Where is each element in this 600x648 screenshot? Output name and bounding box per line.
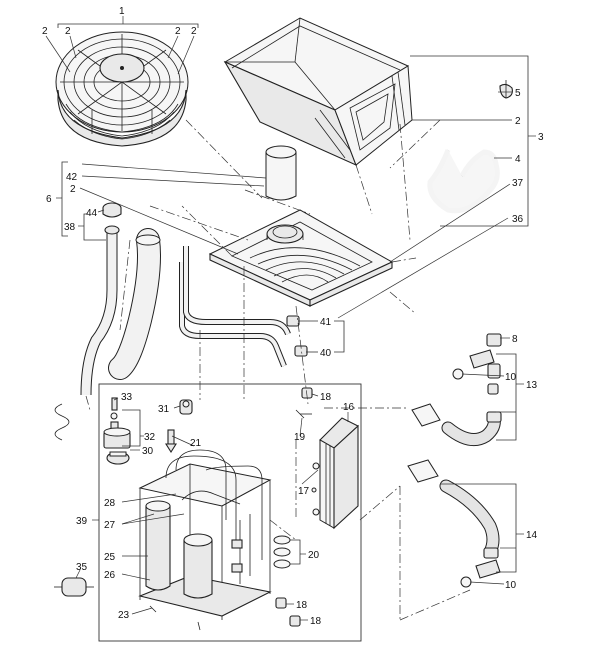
dashed-leaders (85, 119, 471, 621)
callout-36: 36 (512, 214, 524, 225)
callout-1: 1 (119, 6, 125, 17)
callout-5: 5 (515, 88, 521, 99)
spring-left (54, 403, 70, 441)
callout-21: 21 (190, 438, 202, 449)
callout-33: 33 (121, 392, 133, 403)
fitting-41 (286, 315, 300, 327)
callout-39: 39 (76, 516, 88, 527)
callout-16: 16 (343, 402, 355, 413)
callout-2-c: 2 (175, 26, 181, 37)
callout-2-e: 2 (515, 116, 521, 127)
callout-41: 41 (320, 317, 332, 328)
callout-31: 31 (158, 404, 170, 415)
callout-30: 30 (142, 446, 154, 457)
fittings-group-14 (407, 459, 501, 588)
tube-42 (265, 145, 297, 201)
callout-6: 6 (46, 194, 52, 205)
callout-10-a: 10 (505, 372, 517, 383)
part-18-clamps (275, 387, 313, 627)
callout-23: 23 (118, 610, 130, 621)
compressor-unit (138, 449, 272, 631)
pipe-assembly (179, 246, 291, 368)
callout-35: 35 (76, 562, 88, 573)
callout-27: 27 (104, 520, 116, 531)
callout-38: 38 (64, 222, 76, 233)
callout-17: 17 (298, 486, 310, 497)
callout-44: 44 (86, 208, 98, 219)
callout-18-b: 18 (296, 600, 308, 611)
fan-assembly (55, 31, 189, 147)
callout-2-b: 2 (65, 26, 71, 37)
part-19-bolt (295, 409, 312, 419)
part-31-sensor (179, 399, 193, 415)
callout-4: 4 (515, 154, 521, 165)
callout-2-f: 2 (70, 184, 76, 195)
callout-26: 26 (104, 570, 116, 581)
callout-19: 19 (294, 432, 306, 443)
drain-hose (108, 228, 161, 380)
base-tray (208, 209, 394, 307)
leader-lines (45, 16, 536, 621)
callout-37: 37 (512, 178, 524, 189)
callout-8: 8 (512, 334, 518, 345)
callout-25: 25 (104, 552, 116, 563)
part-32-coil (103, 427, 131, 449)
callout-42: 42 (66, 172, 78, 183)
callout-10-b: 10 (505, 580, 517, 591)
callout-28: 28 (104, 498, 116, 509)
callout-32: 32 (144, 432, 156, 443)
callout-18-a: 18 (320, 392, 332, 403)
callout-20: 20 (308, 550, 320, 561)
cap-44 (102, 202, 122, 218)
condenser-housing (223, 17, 413, 167)
callout-40: 40 (320, 348, 332, 359)
callout-2-d: 2 (191, 26, 197, 37)
callout-2-a: 2 (42, 26, 48, 37)
compressor-unit-frame (98, 383, 362, 642)
callout-13: 13 (526, 380, 538, 391)
part-33-screw (110, 397, 119, 431)
callout-3: 3 (538, 132, 544, 143)
pipe-38 (80, 225, 120, 396)
callout-14: 14 (526, 530, 538, 541)
part-30-valve (106, 451, 130, 465)
part-20-grommets (273, 535, 291, 569)
plate-heat-exchanger (311, 417, 359, 530)
part-35-filter (54, 577, 94, 597)
callout-18-c: 18 (310, 616, 322, 627)
part-21-valve (165, 429, 177, 454)
callouts: 1 2 2 2 2 3 5 2 4 42 2 6 37 44 36 38 41 … (42, 6, 544, 627)
fittings-group-13 (411, 333, 502, 447)
clip-5 (499, 80, 513, 99)
hose-4 (427, 149, 500, 214)
